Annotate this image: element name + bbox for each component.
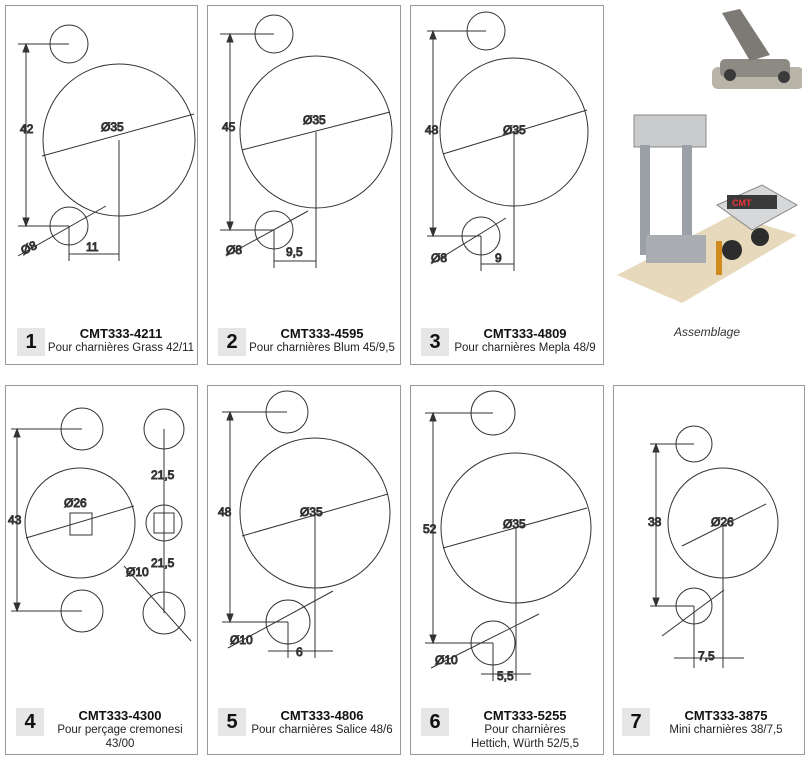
- drawing-1: 42 Ø35 Ø8 11: [17, 24, 196, 261]
- panel-2: 45 Ø35 Ø8 9,5 2 CMT333-4595 Pour charniè…: [207, 5, 401, 365]
- dim-height: 45: [222, 120, 236, 134]
- dim-big: Ø26: [711, 515, 734, 529]
- dim-height: 42: [20, 122, 34, 136]
- dim-offset: 9,5: [286, 245, 303, 259]
- product-description: Pour charnières Grass 42/11: [47, 342, 195, 354]
- panel-number: 2: [218, 328, 246, 356]
- drawing-2: 45 Ø35 Ø8 9,5: [220, 14, 393, 268]
- product-code: CMT333-4300: [78, 708, 162, 723]
- dim-height: 52: [423, 522, 437, 536]
- product-description-line1: Pour charnières: [484, 724, 566, 736]
- panel-7: 38 Ø26 7,5 7 CMT333-3875 Mini charnières…: [613, 385, 805, 755]
- panel-number: 3: [421, 328, 449, 356]
- drawing-6: 52 Ø35 Ø10 5,5: [423, 390, 592, 684]
- assemblage-caption: Assemblage: [673, 325, 741, 339]
- panel-1: 42 Ø35 Ø8 11 1 CMT333-4211 Pour charnièr…: [5, 5, 198, 365]
- dim-small: Ø8: [19, 238, 40, 258]
- drawing-7: 38 Ø26 7,5: [648, 425, 779, 668]
- product-code: CMT333-4595: [280, 326, 364, 341]
- svg-text:CMT: CMT: [732, 198, 752, 208]
- panel-number: 7: [622, 708, 650, 736]
- dim-big: Ø35: [503, 123, 526, 137]
- dim-small: Ø8: [431, 251, 447, 265]
- panel-6: 52 Ø35 Ø10 5,5 6 CMT333-5255 Pour charni…: [410, 385, 604, 755]
- product-description: Pour charnières Mepla 48/9: [454, 342, 596, 354]
- dim-height: 43: [8, 513, 22, 527]
- panel-4: 43 Ø26 21,5 21,5 Ø10 4 CMT333-4300 Pour …: [5, 385, 198, 755]
- panel-number: 5: [218, 708, 246, 736]
- dim-offset: 11: [86, 240, 99, 254]
- dim-big: Ø26: [64, 496, 87, 510]
- panel-number: 1: [17, 328, 45, 356]
- product-code: CMT333-3875: [684, 708, 768, 723]
- dim-small: Ø8: [226, 243, 242, 257]
- dim-big: Ø35: [101, 120, 124, 134]
- product-code: CMT333-4809: [483, 326, 567, 341]
- panel-5: 48 Ø35 Ø10 6 5 CMT333-4806 Pour charnièr…: [207, 385, 401, 755]
- product-code: CMT333-4211: [79, 326, 163, 341]
- panel-3: 48 Ø35 Ø8 9 3 CMT333-4809 Pour charnière…: [410, 5, 604, 365]
- assembly-photo: CMT: [617, 9, 802, 303]
- dim-small: Ø10: [230, 633, 253, 647]
- dim-offset: 9: [495, 251, 502, 265]
- dim-offset: 7,5: [698, 649, 715, 663]
- dim-height: 38: [648, 515, 662, 529]
- dim-upper: 21,5: [151, 468, 175, 482]
- dim-small: Ø10: [126, 565, 149, 579]
- panel-number: 6: [421, 708, 449, 736]
- dim-lower: 21,5: [151, 556, 175, 570]
- product-description: Pour charnières Salice 48/6: [251, 724, 393, 736]
- dim-big: Ø35: [303, 113, 326, 127]
- dim-offset: 6: [296, 645, 303, 659]
- product-description-line2: Hettich, Würth 52/5,5: [470, 738, 580, 750]
- dim-small: Ø10: [435, 653, 458, 667]
- product-description: Mini charnières 38/7,5: [669, 724, 783, 736]
- product-description: Pour perçage cremonesi 43/00: [57, 724, 183, 750]
- product-code: CMT333-5255: [483, 708, 567, 723]
- drawing-5: 48 Ø35 Ø10 6: [218, 390, 391, 660]
- drawing-3: 48 Ø35 Ø8 9: [425, 11, 589, 271]
- dim-big: Ø35: [300, 505, 323, 519]
- dim-big: Ø35: [503, 517, 526, 531]
- hinge-image: [712, 9, 802, 89]
- dim-height: 48: [425, 123, 439, 137]
- drawing-4: 43 Ø26 21,5 21,5 Ø10: [8, 407, 192, 642]
- product-description: Pour charnières Blum 45/9,5: [249, 342, 395, 354]
- product-code: CMT333-4806: [280, 708, 364, 723]
- panel-number: 4: [16, 708, 44, 736]
- dim-offset: 5,5: [497, 669, 514, 683]
- dim-height: 48: [218, 505, 232, 519]
- jig-image: CMT: [617, 114, 799, 303]
